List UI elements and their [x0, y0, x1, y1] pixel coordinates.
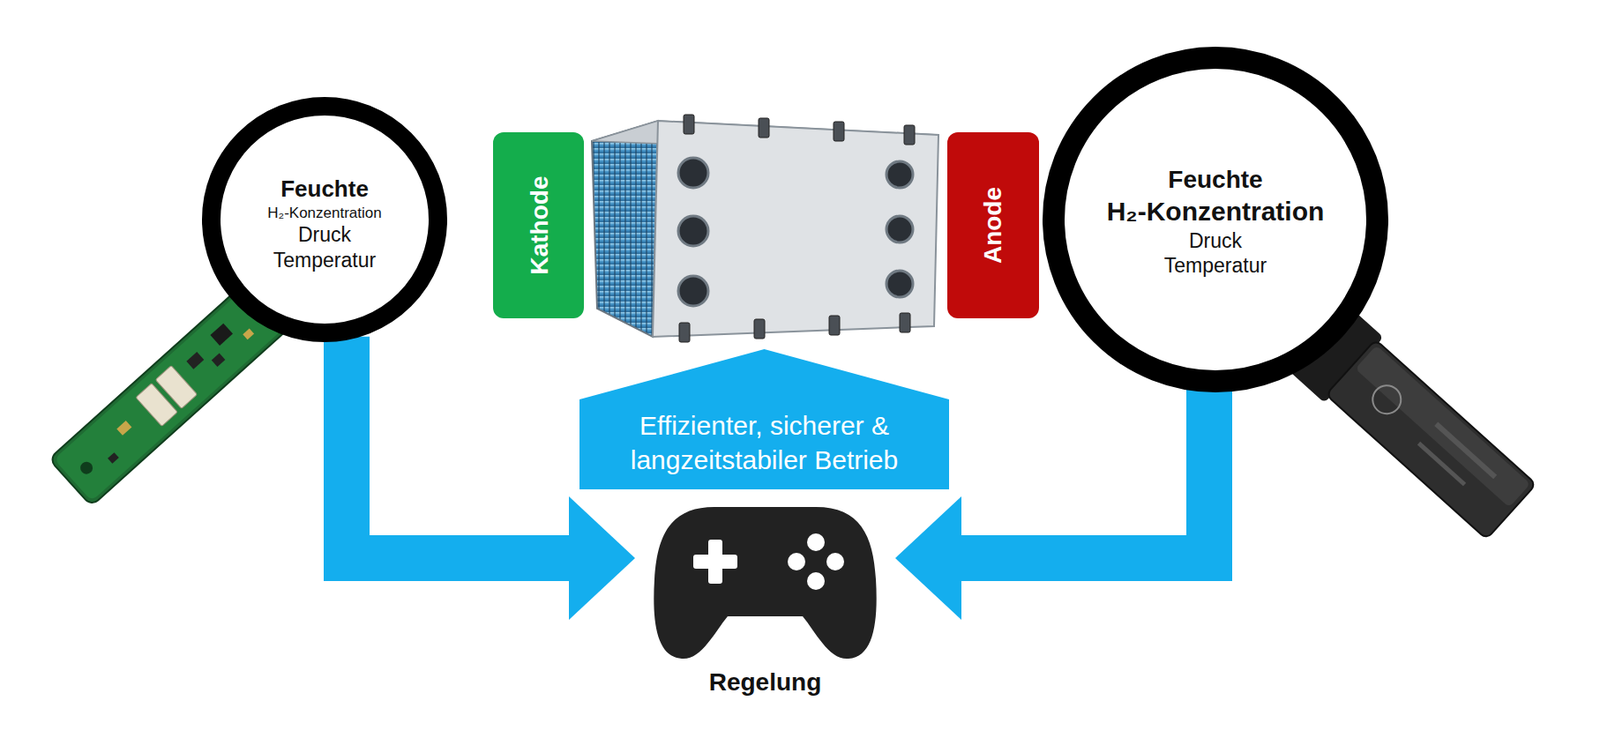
arrow-head: [568, 496, 636, 621]
electrode-box: Kathode: [493, 132, 584, 319]
sensor-magnifier: FeuchteH₂-KonzentrationDruckTemperatur: [201, 97, 448, 343]
node-text: Druck: [298, 222, 352, 248]
node-text: Feuchte: [1167, 164, 1263, 195]
node-text: Regelung: [709, 666, 823, 698]
sensor-magnifier: FeuchteH₂-KonzentrationDruckTemperatur: [1042, 46, 1389, 393]
flow-bar: [959, 388, 1210, 559]
fuel-cell-stack: [591, 114, 939, 343]
node-text: H₂-Konzentration: [1106, 194, 1325, 229]
node-text: Temperatur: [1164, 253, 1267, 279]
text-group: FeuchteH₂-KonzentrationDruckTemperatur: [1042, 46, 1389, 393]
goal-arrow: Effizienter, sicherer & langzeitstabiler…: [579, 349, 950, 490]
text-group: Regelung: [652, 663, 878, 698]
node-text: H₂-Konzentration: [267, 203, 382, 223]
text-group: FeuchteH₂-KonzentrationDruckTemperatur: [201, 97, 448, 343]
gamepad-icon: [652, 500, 878, 664]
node-text: Anode: [977, 186, 1009, 264]
node-text: Temperatur: [273, 247, 376, 274]
text-group: Effizienter, sicherer & langzeitstabiler…: [579, 349, 950, 490]
text-group: Anode: [947, 132, 1040, 319]
flow-bar: [346, 336, 571, 559]
control-node: Regelung: [652, 500, 878, 698]
node-text: Effizienter, sicherer & langzeitstabiler…: [598, 408, 930, 478]
node-text: Kathode: [523, 176, 554, 276]
text-group: Kathode: [493, 132, 584, 319]
electrode-box: Anode: [947, 132, 1040, 319]
node-text: Feuchte: [280, 174, 369, 204]
arrow-head: [895, 496, 962, 621]
node-text: Druck: [1188, 228, 1242, 255]
